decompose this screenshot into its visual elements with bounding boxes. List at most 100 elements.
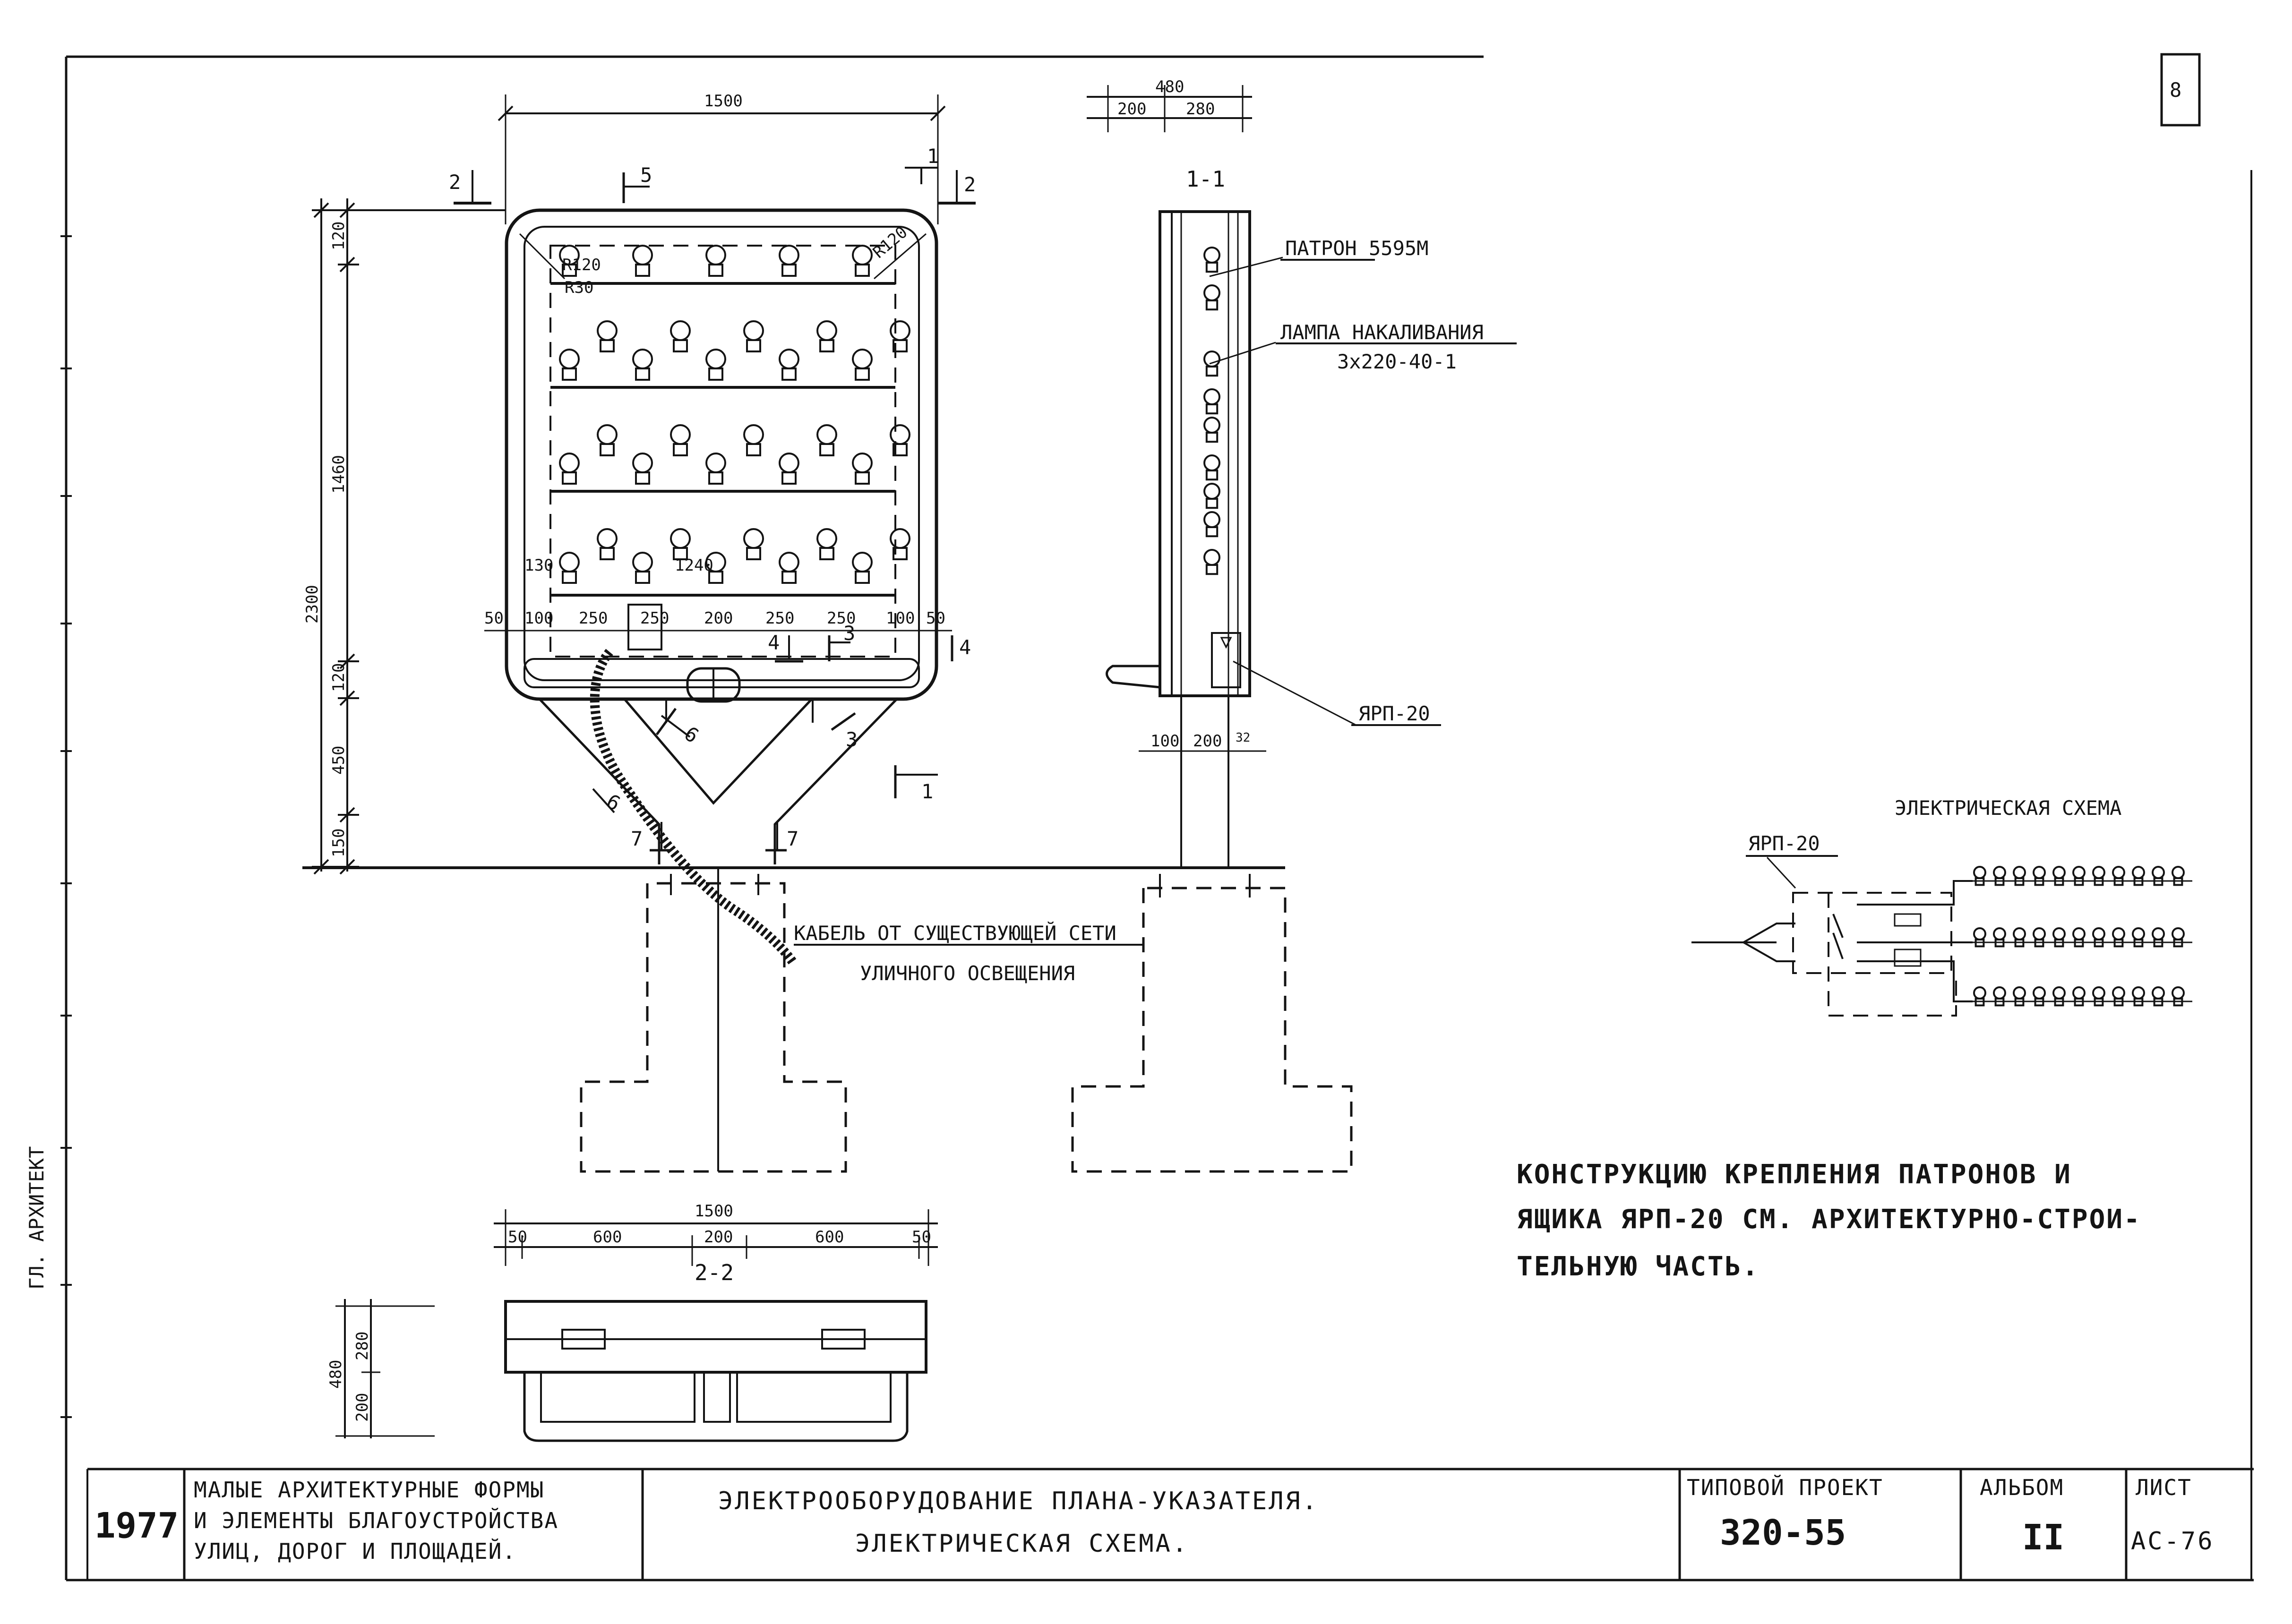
callout-socket: ПАТРОН 5595М	[1285, 237, 1428, 260]
scheme-lamp	[2172, 927, 2185, 948]
scheme-lamp	[2072, 927, 2086, 948]
scheme-lamp	[2132, 866, 2145, 886]
corner-mark-box	[2160, 53, 2201, 127]
lamp-front	[779, 552, 799, 584]
scheme-lamp	[1993, 927, 2006, 948]
yarp-box-side	[1211, 632, 1241, 688]
section-mark-7-left: 7	[631, 822, 671, 852]
lamp-grid	[559, 245, 910, 584]
title-series-1: МАЛЫЕ АРХИТЕКТУРНЫЕ ФОРМЫ	[194, 1477, 544, 1503]
svg-text:250: 250	[765, 609, 794, 628]
general-note: КОНСТРУКЦИЮ КРЕПЛЕНИЯ ПАТРОНОВ И ЯЩИКА Я…	[1517, 1159, 2141, 1282]
dim-130: 130	[524, 556, 553, 575]
svg-text:50: 50	[912, 1228, 931, 1247]
sheet-frame: 8 ГЛ. АРХИТЕКТ	[25, 53, 2254, 1581]
svg-text:200: 200	[704, 609, 733, 628]
lamp-front	[632, 453, 653, 485]
scheme-lamp	[2112, 986, 2125, 1007]
svg-text:R30: R30	[565, 278, 593, 297]
lamp-front	[816, 424, 837, 456]
svg-text:1: 1	[927, 145, 939, 168]
section-mark-3-b: 3	[831, 712, 858, 751]
lamp-side	[1203, 350, 1220, 377]
front-view: 1500 2 2 5 1	[303, 92, 976, 966]
svg-text:100: 100	[1150, 732, 1179, 751]
lamp-front	[632, 552, 653, 584]
panel-inner-frame	[524, 226, 920, 681]
svg-text:7: 7	[787, 827, 798, 850]
lamp-front	[779, 349, 799, 381]
scheme-lamp	[2092, 986, 2105, 1007]
section-mark-7-right: 7	[765, 822, 798, 852]
svg-text:R120: R120	[869, 223, 911, 262]
scheme-lamp	[2052, 986, 2066, 1007]
section-mark-1-b: 1	[894, 765, 938, 803]
album-label: АЛЬБОМ	[1980, 1475, 2064, 1500]
lamp-front	[743, 320, 764, 352]
title-series-2: И ЭЛЕМЕНТЫ БЛАГОУСТРОЙСТВА	[194, 1508, 558, 1533]
scheme-title: ЭЛЕКТРИЧЕСКАЯ СХЕМА	[1895, 796, 2121, 820]
svg-text:250: 250	[579, 609, 608, 628]
lamp-front	[705, 552, 726, 584]
lamp-front	[852, 453, 873, 485]
lamp-front	[597, 320, 618, 352]
svg-text:1500: 1500	[695, 1202, 733, 1221]
foundation-front	[580, 869, 847, 1173]
side-lamps	[1203, 247, 1220, 575]
lamp-front	[705, 349, 726, 381]
lamp-front	[632, 349, 653, 381]
lamp-front	[852, 245, 873, 277]
svg-text:280: 280	[353, 1332, 372, 1360]
title-year: 1977	[94, 1505, 179, 1546]
svg-text:4: 4	[768, 631, 780, 654]
cable-callout: КАБЕЛЬ ОТ СУЩЕСТВУЮЩЕЙ СЕТИ УЛИЧНОГО ОСВ…	[794, 921, 1143, 985]
lamp-front	[559, 245, 580, 277]
callout-cable-2: УЛИЧНОГО ОСВЕЩЕНИЯ	[860, 962, 1075, 985]
svg-text:R120: R120	[562, 256, 601, 274]
svg-text:250: 250	[827, 609, 856, 628]
section-mark-5: 5	[622, 163, 652, 203]
lamp-front	[597, 424, 618, 456]
svg-text:1: 1	[921, 780, 933, 803]
scheme-box-label: ЯРП-20	[1748, 832, 1820, 855]
bottom-rail	[524, 658, 920, 688]
lamp-front	[743, 424, 764, 456]
svg-text:450: 450	[329, 746, 348, 775]
scheme-lamp	[2132, 986, 2145, 1007]
section-1-1-title: 1-1	[1186, 166, 1225, 192]
section-mark-3: 3	[828, 622, 855, 661]
scheme-lamp	[1973, 866, 1986, 886]
lamp-side	[1203, 511, 1220, 538]
scheme-lamp	[2092, 866, 2105, 886]
panel-outer-frame	[505, 208, 938, 701]
svg-text:150: 150	[329, 829, 348, 857]
note-line-2: ЯЩИКА ЯРП-20 СМ. АРХИТЕКТУРНО-СТРОИ-	[1517, 1204, 2141, 1235]
dim-front-width: 1500	[498, 92, 946, 224]
lamp-front	[705, 245, 726, 277]
svg-text:4: 4	[959, 636, 971, 659]
scheme-lamp	[1993, 986, 2006, 1007]
scheme-lamp	[2033, 986, 2046, 1007]
callout-lamp-type: 3х220-40-1	[1337, 350, 1457, 373]
svg-text:5: 5	[640, 163, 652, 187]
scheme-lamp	[2152, 927, 2165, 948]
lamp-side	[1203, 549, 1220, 575]
title-main-2: ЭЛЕКТРИЧЕСКАЯ СХЕМА.	[855, 1530, 1189, 1558]
title-series-3: УЛИЦ, ДОРОГ И ПЛОЩАДЕЙ.	[194, 1539, 516, 1564]
lamp-front	[890, 320, 910, 352]
svg-text:50: 50	[508, 1228, 527, 1247]
lamp-front	[890, 528, 910, 560]
svg-text:3: 3	[843, 622, 855, 645]
section-mark-1-top: 1	[905, 145, 939, 184]
svg-text:120: 120	[329, 663, 348, 692]
dim-1240: 1240	[675, 556, 713, 575]
lamp-front	[852, 552, 873, 584]
svg-text:2300: 2300	[303, 585, 322, 624]
lamp-front	[632, 245, 653, 277]
lamp-side	[1203, 388, 1220, 415]
scheme-lamp	[2052, 866, 2066, 886]
scheme-lamp	[2013, 986, 2026, 1007]
lamp-side	[1203, 284, 1220, 311]
lamp-front	[597, 528, 618, 560]
